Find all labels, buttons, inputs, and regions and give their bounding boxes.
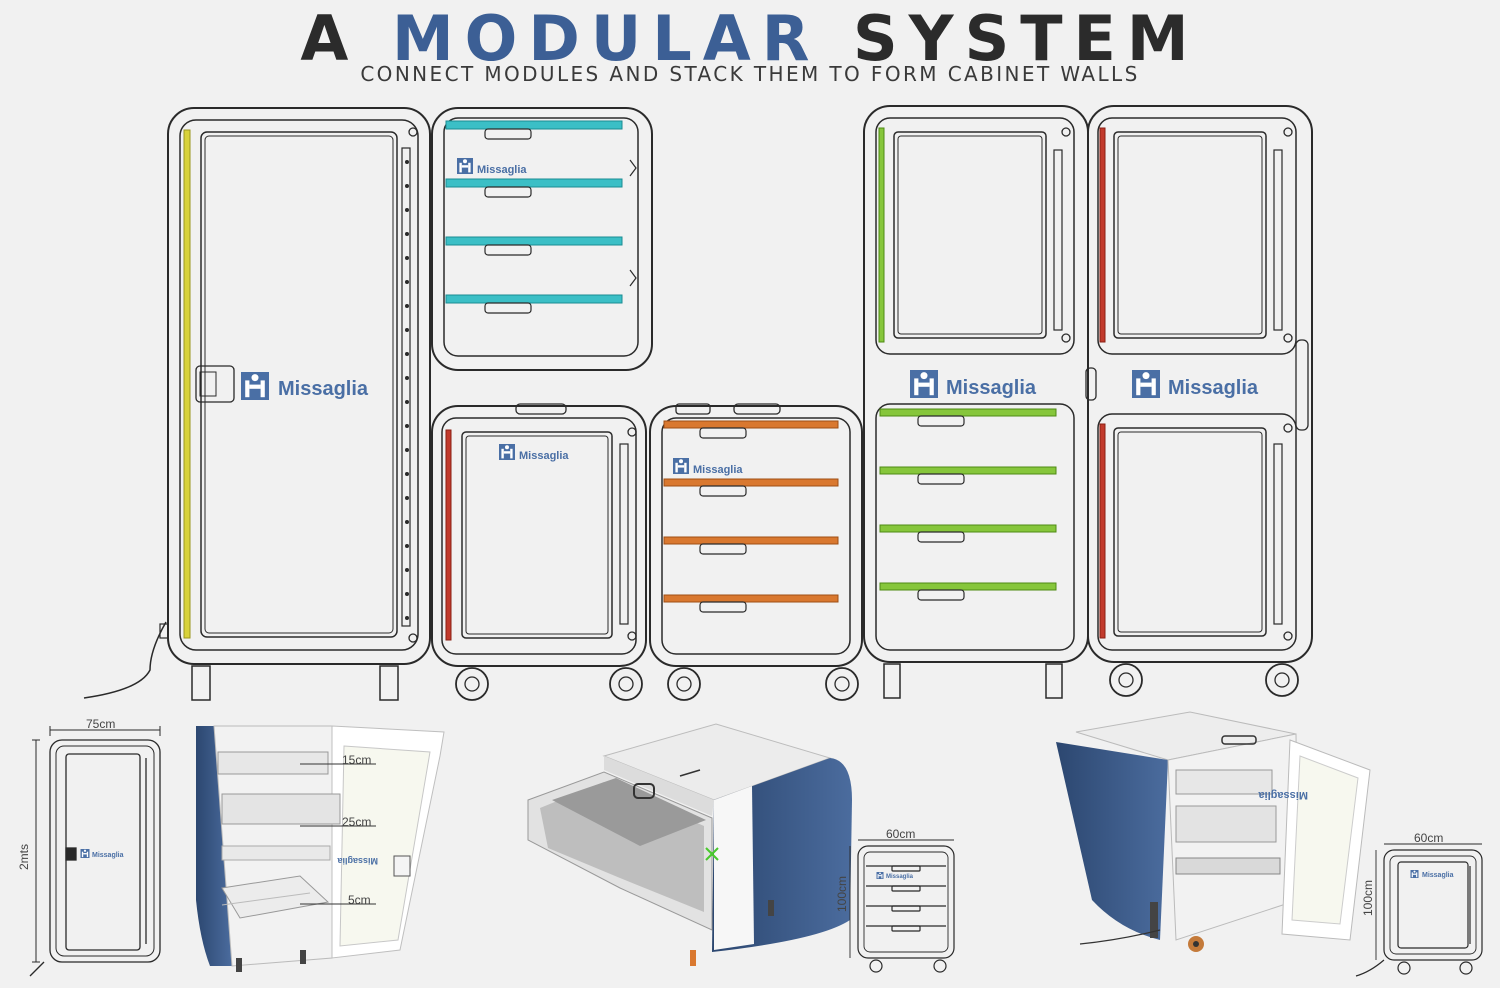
brand-name-red-door: Missaglia [519,450,569,462]
brand-name-orange: Missaglia [693,464,743,476]
title-word-a: A [300,2,360,75]
render-drawer-unit [527,723,852,966]
hinge-dots [405,160,409,620]
brand-logo-icon [673,458,689,474]
brand-name-drawing-door: Missaglia [1422,872,1454,879]
red-accent-strip [445,429,452,641]
module-stack-red [1085,105,1313,697]
render-door-unit [1056,711,1371,952]
title-word-system: SYSTEM [853,2,1200,75]
module-drawer-unit-orange [649,403,863,701]
tech-drawing-drawers [849,839,955,973]
page-title: A MODULAR SYSTEM [0,2,1500,76]
title-word-modular: MODULAR [391,2,821,75]
brand-name-tall: Missaglia [278,378,369,400]
brand-name-drawing-drawers: Missaglia [886,874,914,880]
module-drawer-unit-cyan [431,107,653,371]
brand-logo-icon [499,444,515,460]
brand-name-cyan: Missaglia [477,164,527,176]
module-tall-cabinet [83,107,431,701]
module-door-unit-red [431,403,647,701]
dim-shelf-25: 25cm [342,815,371,829]
dim-shelf-5: 5cm [348,893,371,907]
keypad-lock-icon [195,365,235,403]
green-accent-strip [878,127,885,343]
page-subtitle: CONNECT MODULES AND STACK THEM TO FORM C… [360,62,1140,86]
brand-logo-icon [241,372,269,400]
dim-shelf-15: 15cm [342,753,371,767]
brand-logo-icon [1132,370,1160,398]
brand-logo-icon [910,370,938,398]
dim-tall-height: 2mts [17,844,31,870]
brand-logo-red-stack: Missaglia [1132,370,1259,399]
brand-logo-tall: Missaglia [241,372,369,400]
brand-name-green: Missaglia [946,377,1037,399]
dim-drawer-height: 100cm [835,876,849,912]
brand-logo-cyan: Missaglia [457,158,527,176]
render-open-tall-cabinet [196,725,445,972]
brand-logo-icon [457,158,473,174]
brand-name-drawing-tall: Missaglia [92,852,124,859]
brand-logo-orange: Missaglia [673,458,743,476]
brand-name-red-stack: Missaglia [1168,377,1259,399]
tech-drawing-door-unit [1355,843,1483,977]
power-cable [83,621,167,699]
tech-drawing-tall [29,726,161,977]
yellow-accent-strip [183,129,191,639]
dim-door-width: 60cm [1414,831,1443,845]
dim-door-height: 100cm [1361,880,1375,916]
brand-name-mirrored-door-2: Missaglia [1258,789,1308,801]
brand-name-mirrored-door: Missaglia [336,856,378,866]
module-stack-green [863,105,1089,699]
brand-logo-red-door: Missaglia [499,444,569,462]
dim-drawer-width: 60cm [886,827,915,841]
dim-tall-width: 75cm [86,717,115,731]
brand-logo-green: Missaglia [910,370,1037,399]
